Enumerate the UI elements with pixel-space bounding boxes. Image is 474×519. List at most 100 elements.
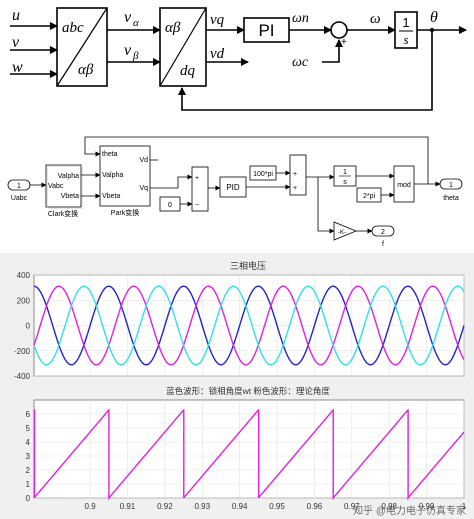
- gain-k-block: [333, 221, 358, 241]
- clark-out-alpha: Valpha: [58, 173, 79, 180]
- sum-junction: [330, 21, 348, 39]
- chart2-ytick-label: 2: [26, 466, 31, 475]
- park-diagonal: [159, 7, 207, 87]
- chart2-series: [33, 408, 465, 501]
- omega-c-label: ωc: [292, 55, 309, 70]
- gain-k-label: -K-: [338, 230, 346, 236]
- v-alpha-label: v: [124, 9, 132, 26]
- inport-uabc-label: Uabc: [11, 195, 28, 202]
- park-subsystem: [99, 145, 151, 207]
- outport-theta-label: theta: [443, 195, 459, 202]
- chart2-ytick-label: 3: [26, 452, 31, 461]
- outport-f-num: 2: [381, 229, 385, 236]
- sum1-sign-minus: −: [195, 202, 199, 209]
- wire-vq: [150, 174, 193, 189]
- mod-label: mod: [397, 182, 411, 189]
- park-out-vq: Vq: [139, 185, 148, 192]
- input-w-label: w: [12, 59, 23, 76]
- v-beta-sub: β: [132, 50, 139, 62]
- park-in-valpha: Valpha: [102, 172, 123, 179]
- chart1-title: 三相电压: [230, 260, 266, 271]
- chart1-ytick-label: 400: [17, 271, 31, 280]
- clarke-top-label: abc: [62, 20, 84, 36]
- theta-label: θ: [430, 9, 438, 26]
- omega-c-arrow: [322, 39, 343, 63]
- sim-integrator-num: 1: [343, 169, 347, 176]
- chart2-grid: [34, 400, 465, 499]
- const-2pi-value: 2*pi: [363, 193, 376, 200]
- input-u-label: u: [12, 7, 20, 24]
- outport-f-label: f: [382, 241, 384, 248]
- sum1-block: [191, 166, 209, 212]
- park-in-vbeta: Vbeta: [102, 193, 120, 200]
- clarke-diagonal: [56, 7, 108, 87]
- clark-subsystem-shadow: [47, 166, 83, 209]
- park-in-theta: theta: [102, 151, 118, 158]
- omega-n-label: ωn: [292, 11, 309, 26]
- chart2-xtick-label: 0.94: [232, 502, 248, 511]
- chart1-series-line-0: [33, 285, 465, 366]
- clark-subsystem: [45, 164, 82, 208]
- clarke-bottom-label: αβ: [78, 62, 94, 78]
- watermark: 知乎 @电力电子仿真专家: [353, 504, 466, 517]
- chart1-series-line-1: [33, 285, 465, 366]
- chart1-ytick-label: 200: [17, 296, 31, 305]
- v-alpha-sub: α: [133, 17, 139, 29]
- chart2-xtick-label: 0.92: [157, 502, 173, 511]
- chart2-xtick-label: 0.96: [307, 502, 323, 511]
- feedback-path: [178, 30, 433, 111]
- const-zero-value: 0: [168, 202, 172, 209]
- v-beta-label: v: [124, 42, 132, 59]
- clark-in-port: Vabc: [48, 183, 64, 190]
- vd-label: vd: [210, 46, 225, 62]
- wire-theta-feedback: [84, 136, 429, 184]
- chart1-series: [33, 285, 465, 366]
- chart2-title: 蓝色波形：锁相角度wt 粉色波形：理论角度: [166, 386, 330, 396]
- chart2-xtick-label: 0.98: [381, 502, 397, 511]
- omega-label: ω: [370, 11, 381, 27]
- input-v-label: v: [12, 34, 20, 51]
- chart2-axes: [33, 399, 465, 499]
- chart2-xtick-label: 1: [462, 502, 467, 511]
- sum1-sign-plus: +: [195, 175, 199, 182]
- pid-label: PID: [226, 183, 240, 192]
- outport-f: [371, 225, 395, 237]
- sim-integrator-den: s: [343, 179, 347, 186]
- outport-theta: [439, 178, 463, 190]
- park-caption: Park变换: [111, 208, 139, 217]
- simulink-model: 1 Uabc Vabc Valpha Vbeta Clark变换 theta V…: [7, 136, 463, 248]
- chart2-xtick-label: 0.95: [269, 502, 285, 511]
- sum2-block: [289, 154, 307, 196]
- park-out-vd: Vd: [139, 157, 148, 164]
- sum2-sign-1: +: [293, 171, 297, 178]
- pll-block-diagram: u v w abc αβ v α v β αβ dq vq vd PI ωn: [10, 7, 467, 111]
- sum-plus-sign: +: [341, 37, 347, 48]
- chart1-series-line-2: [33, 285, 465, 366]
- pi-label: PI: [258, 21, 274, 40]
- chart2-xtick-label: 0.91: [120, 502, 136, 511]
- chart2-xtick-label: 0.93: [194, 502, 210, 511]
- wire-to-gain: [317, 177, 335, 234]
- chart1-ytick-label: -400: [14, 372, 31, 381]
- park-top-label: αβ: [165, 20, 181, 36]
- vq-label: vq: [210, 12, 225, 28]
- chart2-ytick-label: 0: [26, 494, 31, 503]
- const-100pi-value: 100*pi: [253, 171, 273, 178]
- chart2-xtick-label: 0.9: [85, 502, 97, 511]
- inport-uabc-num: 1: [17, 183, 21, 190]
- integrator-num: 1: [402, 15, 409, 30]
- chart2-xtick-label: 0.99: [419, 502, 435, 511]
- chart1-ytick-label: 0: [26, 322, 31, 331]
- chart2-ytick-label: 5: [26, 424, 31, 433]
- outport-theta-num: 1: [449, 182, 453, 189]
- chart2-ytick-label: 1: [26, 480, 31, 489]
- clark-out-beta: Vbeta: [61, 193, 79, 200]
- park-bottom-label: dq: [180, 63, 196, 79]
- chart2-ytick-label: 6: [26, 410, 31, 419]
